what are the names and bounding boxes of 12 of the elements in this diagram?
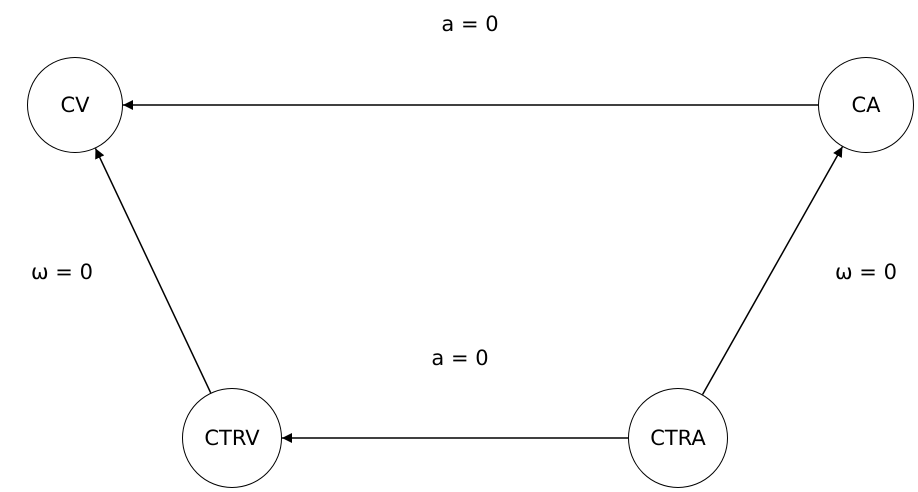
edge-label: a = 0 [431,346,489,370]
edge-label: ω = 0 [31,260,93,284]
edge-label: ω = 0 [835,260,897,284]
state-label: CV [60,93,90,117]
state-label: CA [851,93,881,117]
arrow [702,146,844,395]
state-label: CTRA [650,426,706,450]
arrow [282,433,628,443]
arrow [94,148,212,394]
edge-label: a = 0 [441,12,499,36]
arrow [123,100,818,110]
state-label: CTRV [204,426,260,450]
